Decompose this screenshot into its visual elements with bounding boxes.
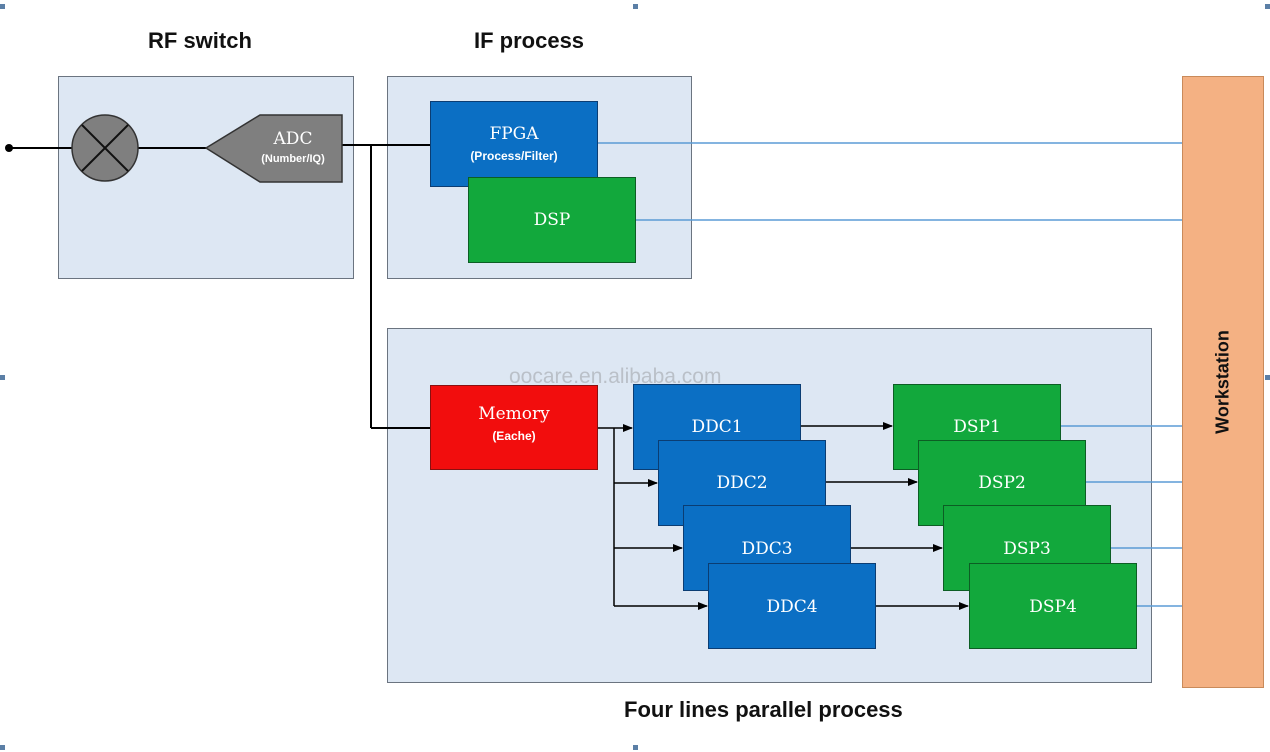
fpga-sublabel: (Process/Filter) [470, 149, 558, 163]
dsp4-label: DSP4 [1029, 597, 1077, 617]
adc-block-text: ADC (Number/IQ) [250, 118, 336, 178]
ddc4-block: DDC4 [708, 563, 876, 649]
dsp2-label: DSP2 [978, 473, 1026, 493]
adc-sublabel: (Number/IQ) [261, 153, 325, 165]
workstation-label: Workstation [1212, 330, 1233, 434]
selection-handle-top-right[interactable] [1265, 4, 1270, 9]
fpga-block: FPGA (Process/Filter) [430, 101, 598, 187]
selection-handle-bottom-left[interactable] [0, 745, 5, 750]
watermark: oocare.en.alibaba.com [509, 365, 722, 388]
selection-handle-middle-left[interactable] [0, 375, 5, 380]
dsp-label: DSP [533, 210, 571, 230]
selection-handle-bottom-center[interactable] [633, 745, 638, 750]
memory-sublabel: (Eache) [492, 429, 536, 443]
workstation-bar: Workstation [1182, 76, 1264, 688]
dsp4-block: DSP4 [969, 563, 1137, 649]
dsp1-label: DSP1 [953, 417, 1001, 437]
ddc1-label: DDC1 [691, 417, 743, 437]
selection-handle-top-left[interactable] [0, 4, 5, 9]
adc-label: ADC [273, 129, 313, 149]
ddc4-label: DDC4 [766, 597, 818, 617]
if-process-title: IF process [474, 28, 585, 53]
ddc3-label: DDC3 [741, 539, 793, 559]
memory-block: Memory (Eache) [430, 385, 598, 470]
fpga-label: FPGA [489, 124, 539, 144]
selection-handle-top-center[interactable] [633, 4, 638, 9]
mixer-icon [71, 114, 139, 182]
memory-label: Memory [478, 404, 550, 424]
adc-shape [205, 114, 343, 183]
dsp3-label: DSP3 [1003, 539, 1051, 559]
selection-handle-middle-right[interactable] [1265, 375, 1270, 380]
rf-switch-title: RF switch [148, 28, 252, 53]
parallel-process-title: Four lines parallel process [624, 697, 903, 722]
ddc2-label: DDC2 [716, 473, 768, 493]
input-terminal [5, 144, 13, 152]
dsp-block: DSP [468, 177, 636, 263]
